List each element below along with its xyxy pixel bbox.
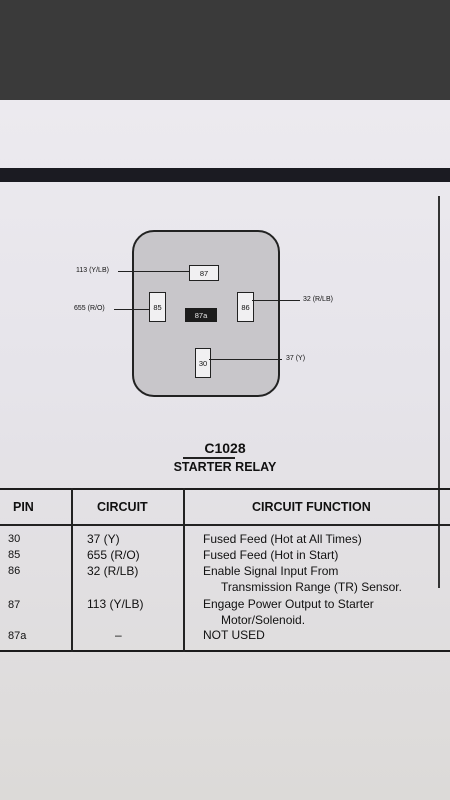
- row-circuit: 113 (Y/LB): [87, 597, 144, 611]
- row-function: Fused Feed (Hot in Start): [203, 548, 339, 562]
- row-function-cont: Motor/Solenoid.: [221, 613, 306, 627]
- row-function: Engage Power Output to Starter: [203, 597, 374, 611]
- header-circuit: CIRCUIT: [97, 500, 148, 514]
- header-pin: PIN: [13, 500, 34, 514]
- row-pin: 30: [8, 533, 21, 545]
- table-col-divider: [71, 488, 73, 652]
- lead-86: [252, 300, 300, 301]
- wire-label-87: 113 (Y/LB): [76, 267, 109, 274]
- table-header-rule: [0, 524, 450, 526]
- pin-86: 86: [237, 292, 254, 322]
- header-function: CIRCUIT FUNCTION: [252, 500, 371, 514]
- manual-page: 87 85 86 87a 30 113 (Y/LB) 655 (R/O) 32 …: [0, 100, 450, 800]
- pin-87a: 87a: [185, 308, 217, 322]
- connector-name: STARTER RELAY: [173, 460, 277, 474]
- lead-87: [118, 271, 189, 272]
- page-border-line: [438, 196, 440, 588]
- lead-30: [209, 359, 282, 360]
- wire-label-86: 32 (R/LB): [303, 296, 333, 303]
- wire-label-85: 655 (R/O): [74, 305, 105, 312]
- table-col-divider: [183, 488, 185, 652]
- title-underline: [183, 457, 235, 459]
- pin-85: 85: [149, 292, 166, 322]
- pin-87: 87: [189, 265, 219, 281]
- lead-85: [114, 309, 149, 310]
- row-function: NOT USED: [203, 628, 265, 642]
- row-function-cont: Transmission Range (TR) Sensor.: [221, 580, 402, 594]
- section-header-bar: [0, 168, 450, 182]
- table-top-rule: [0, 488, 450, 490]
- row-function: Fused Feed (Hot at All Times): [203, 532, 362, 546]
- row-pin: 87: [8, 599, 21, 611]
- row-pin: 87a: [8, 630, 27, 642]
- row-circuit: 37 (Y): [87, 532, 120, 546]
- row-pin: 86: [8, 565, 21, 577]
- row-circuit: 32 (R/LB): [87, 564, 139, 578]
- row-function: Enable Signal Input From: [203, 564, 339, 578]
- wire-label-30: 37 (Y): [286, 355, 306, 362]
- connector-id: C1028: [204, 440, 246, 456]
- table-bottom-rule: [0, 650, 450, 652]
- row-pin: 85: [8, 549, 21, 561]
- row-circuit: –: [115, 628, 122, 642]
- pin-30: 30: [195, 348, 211, 378]
- row-circuit: 655 (R/O): [87, 548, 140, 562]
